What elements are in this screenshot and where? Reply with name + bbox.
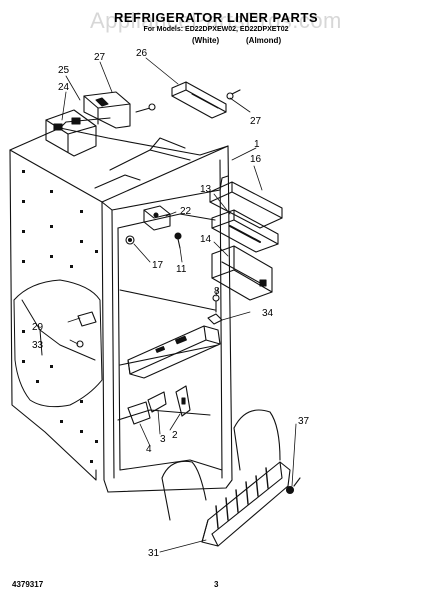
callout-37: 37: [298, 416, 310, 427]
callout-16: 16: [250, 154, 262, 165]
liner-cutaway: [13, 279, 103, 408]
callout-29: 29: [32, 322, 44, 333]
part-4-bracket: [127, 401, 151, 425]
callout-33: 33: [32, 340, 44, 351]
part-29-clip: [77, 311, 97, 327]
callout-26: 26: [136, 48, 148, 59]
callout-25: 25: [58, 65, 70, 76]
part-27-screw-left: [135, 103, 156, 113]
part-33-fastener: [76, 340, 84, 348]
diagram-title: REFRIGERATOR LINER PARTS: [113, 10, 319, 25]
part-31-crisper-drawer: [161, 409, 291, 547]
watermark: AppliancePartsPros.com: [90, 8, 342, 33]
callout-8: 8: [214, 286, 220, 297]
callout-24: 24: [58, 82, 70, 93]
part-11-screw: [174, 232, 182, 249]
callout-1: 1: [254, 139, 260, 150]
part-37-screw: [285, 477, 301, 495]
model-list: For Models: ED22DPXEW02, ED22DPXET02: [143, 26, 289, 33]
part-34-cover: [127, 313, 223, 379]
part-17-clip: [125, 235, 135, 245]
part-24-bracket: [45, 109, 97, 157]
part-27-screw-right: [226, 89, 241, 100]
callout-14: 14: [200, 234, 212, 245]
callout-labels: 1 2 3 4 8 11 13 14 16 17 22 24 25 26 27 …: [32, 48, 310, 559]
leader-lines: [61, 57, 297, 553]
part-2-hinge: [175, 385, 191, 417]
color-white-label: (White): [192, 36, 220, 45]
part-13-trim: [211, 209, 279, 253]
part-25-bracket: [83, 91, 131, 129]
callout-27: 27: [94, 52, 106, 63]
callout-17: 17: [152, 260, 164, 271]
part-3-bracket: [147, 391, 167, 413]
part-22-bracket: [143, 205, 171, 231]
page-number: 3: [214, 580, 219, 589]
callout-34: 34: [262, 308, 274, 319]
callout-22: 22: [180, 206, 192, 217]
callout-13: 13: [200, 184, 212, 195]
callout-2: 2: [172, 430, 178, 441]
callout-31: 31: [148, 548, 160, 559]
part-26-rail: [171, 81, 227, 119]
callout-3: 3: [160, 434, 166, 445]
part-14-bracket: [211, 245, 273, 301]
callout-11: 11: [176, 264, 187, 275]
color-almond-label: (Almond): [246, 36, 282, 45]
callout-4: 4: [146, 444, 152, 455]
document-number: 4379317: [12, 580, 44, 589]
callout-27b: 27: [250, 116, 262, 127]
refrigerator-liner: [9, 117, 233, 493]
